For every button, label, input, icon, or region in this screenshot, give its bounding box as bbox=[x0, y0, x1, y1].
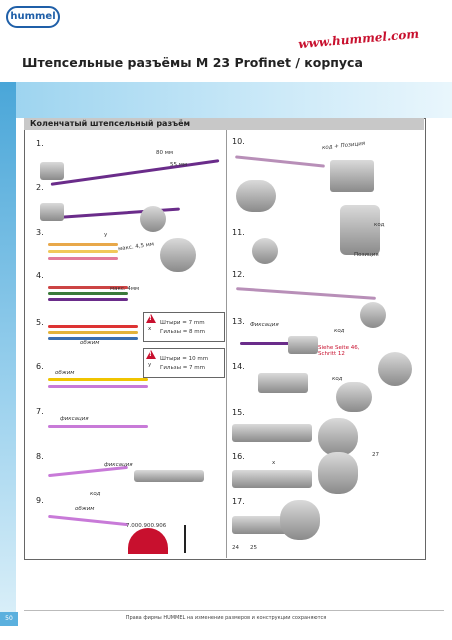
wire-fan-illustration bbox=[140, 206, 166, 232]
wire-illustration-6a bbox=[48, 378, 148, 381]
column-divider bbox=[226, 130, 227, 558]
step-2: 2. bbox=[36, 183, 44, 192]
panel-heading: Коленчатый штепсельный разъём bbox=[24, 118, 424, 130]
warning-icon-y: ! bbox=[146, 350, 156, 359]
code-label-3: код bbox=[334, 328, 345, 334]
crimp-tool-illustration bbox=[128, 528, 168, 554]
step-11: 11. bbox=[232, 228, 245, 237]
warning-icon-x: ! bbox=[146, 314, 156, 323]
connector-illustration-3 bbox=[160, 238, 196, 272]
step-9: 9. bbox=[36, 496, 44, 505]
insert-illustration-11 bbox=[252, 238, 278, 264]
step-3: 3. bbox=[36, 228, 44, 237]
warning-y-line1: Штыри = 10 mm bbox=[160, 356, 209, 362]
step-12: 12. bbox=[232, 270, 245, 279]
wire-illustration-3c bbox=[48, 257, 118, 260]
housing-illustration-13 bbox=[288, 336, 318, 354]
see-page-note: Siehe Seite 46, Schritt 12 bbox=[318, 345, 360, 357]
position-label: Позиция bbox=[354, 252, 379, 258]
step-5: 5. bbox=[36, 318, 44, 327]
warning-y-line2: Гильзы = 7 mm bbox=[160, 365, 206, 371]
step-14: 14. bbox=[232, 362, 245, 371]
torque-25: 25 bbox=[250, 545, 257, 551]
warning-x-line2: Гильзы = 8 mm bbox=[160, 329, 206, 335]
angle-housing-illustration-14 bbox=[336, 382, 372, 412]
step-1: 1. bbox=[36, 139, 44, 148]
dim-max-4mm: макс. 4мм bbox=[110, 286, 140, 292]
fixation-label-1: фиксация bbox=[60, 416, 89, 422]
tool-number: 7.000.900.906 bbox=[126, 523, 167, 529]
step-13: 13. bbox=[232, 317, 245, 326]
hummel-logo: hummel bbox=[6, 6, 60, 28]
housing-illustration-14 bbox=[258, 373, 308, 393]
step-17: 17. bbox=[232, 497, 245, 506]
torque-24: 24 bbox=[232, 545, 239, 551]
fixation-label-2: фиксация bbox=[104, 462, 133, 468]
code-label-4: код bbox=[332, 376, 343, 382]
code-label-1: код bbox=[90, 491, 101, 497]
wire-illustration-7 bbox=[48, 425, 148, 428]
left-decor-bar bbox=[0, 82, 16, 612]
connector-illustration-1 bbox=[40, 162, 64, 180]
contacts-illustration-10 bbox=[330, 160, 374, 192]
fixation-label-3: Фиксация bbox=[250, 322, 279, 328]
dim-55mm: 55 мм bbox=[170, 162, 188, 168]
angle-housing-illustration-15 bbox=[318, 418, 358, 456]
website-url[interactable]: www.hummel.com bbox=[297, 26, 420, 52]
housing-illustration-15 bbox=[232, 424, 312, 442]
dim-y: y bbox=[104, 232, 108, 238]
wire-illustration-5a bbox=[48, 325, 138, 328]
crimp-label-1: обжим bbox=[80, 340, 100, 346]
wire-illustration-6b bbox=[48, 385, 148, 388]
warning-x-line1: Штыри = 7 mm bbox=[160, 320, 205, 326]
angle-housing-illustration-17 bbox=[280, 500, 320, 540]
wire-illustration-3b bbox=[48, 250, 118, 253]
housing-illustration-10 bbox=[236, 180, 276, 212]
wire-illustration-4c bbox=[48, 298, 128, 301]
torque-27: 27 bbox=[372, 452, 379, 458]
warning-var-x: x bbox=[148, 326, 152, 332]
angle-housing-illustration-16 bbox=[318, 452, 358, 494]
wire-illustration-5c bbox=[48, 337, 138, 340]
footer-rule bbox=[24, 610, 444, 611]
housing-illustration-16 bbox=[232, 470, 312, 488]
warning-var-y: y bbox=[148, 362, 152, 368]
insert-positions-illustration bbox=[340, 205, 380, 255]
x-mark: x bbox=[272, 460, 276, 466]
tool-handle-illustration bbox=[184, 525, 186, 553]
header-band bbox=[0, 82, 452, 118]
step-7: 7. bbox=[36, 407, 44, 416]
wire-illustration-3a bbox=[48, 243, 118, 246]
page-title: Штепсельные разъёмы M 23 Profinet / корп… bbox=[22, 55, 363, 70]
dim-80mm: 80 мм bbox=[156, 150, 174, 156]
wire-illustration-13 bbox=[240, 342, 290, 345]
crimp-label-3: обжим bbox=[75, 506, 95, 512]
code-label-2: код bbox=[374, 222, 385, 228]
wire-illustration-5b bbox=[48, 331, 138, 334]
step-8: 8. bbox=[36, 452, 44, 461]
step-15: 15. bbox=[232, 408, 245, 417]
step-6: 6. bbox=[36, 362, 44, 371]
step-16: 16. bbox=[232, 452, 245, 461]
warning-box-x bbox=[143, 312, 225, 342]
page-number: 50 bbox=[0, 612, 18, 626]
housing-illustration-17 bbox=[232, 516, 292, 534]
step-4: 4. bbox=[36, 271, 44, 280]
warning-box-y bbox=[143, 348, 225, 378]
cap-illustration-14 bbox=[378, 352, 412, 386]
connector-illustration-2 bbox=[40, 203, 64, 221]
wire-illustration-4a bbox=[48, 286, 128, 289]
insert-illustration-12 bbox=[360, 302, 386, 328]
housing-illustration-8 bbox=[134, 470, 204, 482]
step-10: 10. bbox=[232, 137, 245, 146]
crimp-label-2: обжим bbox=[55, 370, 75, 376]
wire-illustration-4b bbox=[48, 292, 128, 295]
footer-note: Права фирмы HUMMEL на изменение размеров… bbox=[125, 615, 327, 621]
